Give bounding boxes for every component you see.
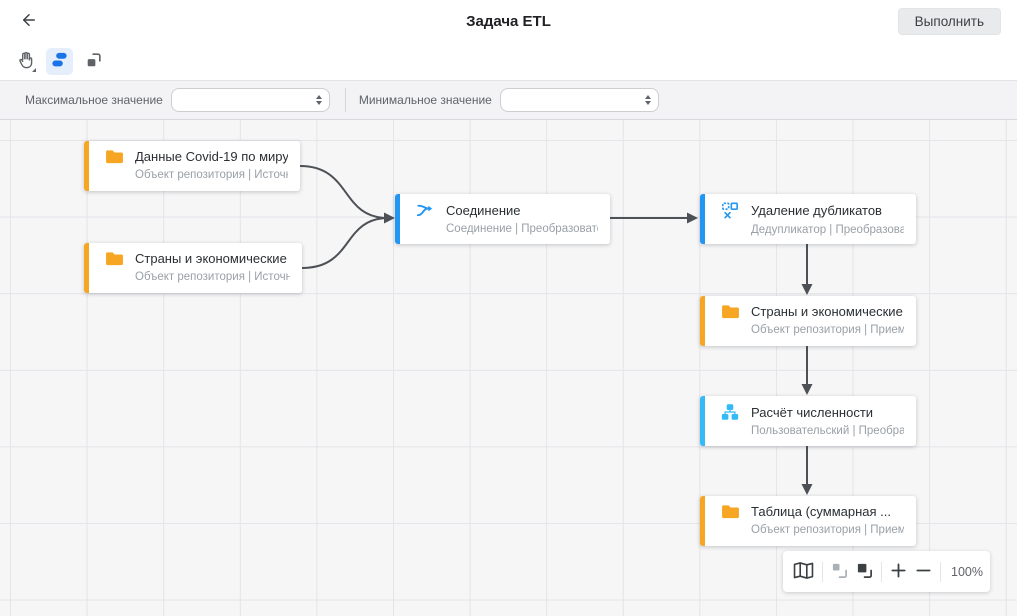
zoom-in-button[interactable] [890, 560, 907, 584]
node-accent-strip [700, 194, 705, 244]
node-subtitle: Объект репозитория | Источник [135, 271, 290, 283]
fit-content-button[interactable] [856, 560, 873, 584]
zoom-out-button[interactable] [915, 560, 932, 584]
max-value-input[interactable] [170, 88, 330, 112]
zoom-in-icon [890, 562, 907, 582]
parameters-bar: Максимальное значение Минимальное значен… [0, 80, 1017, 120]
node-subtitle: Объект репозитория | Приемник [751, 524, 904, 536]
stepper-icon[interactable] [644, 95, 651, 105]
node-title: Данные Covid-19 по миру (Yan... [135, 149, 288, 164]
node-sink-summary-table[interactable]: Таблица (суммарная ... Объект репозитори… [700, 496, 916, 546]
node-sink-countries[interactable]: Страны и экономические пок... Объект реп… [700, 296, 916, 346]
node-subtitle: Соединение | Преобразователь [446, 223, 598, 235]
node-title: Расчёт численности [751, 404, 874, 420]
actual-size-icon [831, 562, 848, 582]
folder-icon [105, 149, 124, 164]
max-value-field-wrap [170, 88, 330, 112]
node-join[interactable]: Соединение Соединение | Преобразователь [395, 194, 610, 244]
controls-divider [822, 561, 823, 582]
node-subtitle: Дедупликатор | Преобразователь [751, 224, 904, 236]
join-merge-icon [416, 202, 435, 218]
page-title: Задача ETL [466, 12, 551, 30]
min-value-field-wrap [499, 88, 659, 112]
minimap-button[interactable] [793, 560, 814, 584]
max-value-label: Максимальное значение [25, 93, 163, 107]
stepper-icon[interactable] [315, 95, 322, 105]
fit-view-tool-button[interactable] [80, 48, 107, 75]
sitemap-icon [721, 404, 740, 420]
node-subtitle: Объект репозитория | Приемник [751, 324, 904, 336]
node-remove-duplicates[interactable]: Удаление дубликатов Дедупликатор | Преоб… [700, 194, 916, 244]
flow-nodes-icon [50, 50, 69, 72]
run-button[interactable]: Выполнить [897, 7, 1001, 35]
folder-icon [721, 304, 740, 319]
node-source-covid-data[interactable]: Данные Covid-19 по миру (Yan... Объект р… [84, 141, 300, 191]
filter-divider [344, 88, 346, 112]
hand-pan-icon [16, 50, 35, 72]
min-value-input[interactable] [499, 88, 659, 112]
node-accent-strip [395, 194, 400, 244]
zoom-level-indicator[interactable]: 100% [951, 564, 983, 579]
node-title: Соединение [446, 202, 521, 218]
fit-view-icon [85, 51, 103, 72]
node-title: Страны и экономические пок... [751, 304, 904, 319]
canvas-zoom-controls: 100% [783, 551, 990, 592]
flow-canvas[interactable]: Данные Covid-19 по миру (Yan... Объект р… [0, 120, 1017, 616]
node-title: Страны и экономические пок... [135, 251, 290, 266]
folder-icon [721, 504, 740, 519]
header: Задача ETL Выполнить [0, 0, 1017, 42]
zoom-out-icon [915, 562, 932, 582]
minimap-icon [793, 561, 814, 582]
folder-icon [105, 251, 124, 266]
flow-view-tool-button[interactable] [46, 47, 73, 75]
arrow-left-icon [20, 11, 38, 32]
back-button[interactable] [16, 8, 42, 34]
node-subtitle: Пользовательский | Преобразова... [751, 425, 904, 437]
node-accent-strip [700, 296, 705, 346]
deduplicate-icon [721, 202, 740, 219]
pan-tool-button[interactable] [12, 48, 39, 75]
node-accent-strip [700, 396, 705, 446]
node-accent-strip [84, 243, 89, 293]
tool-dropdown-caret [32, 67, 36, 72]
controls-divider [940, 561, 941, 582]
node-title: Таблица (суммарная ... [751, 504, 891, 519]
fit-content-icon [856, 562, 873, 582]
node-accent-strip [700, 496, 705, 546]
node-population-calc[interactable]: Расчёт численности Пользовательский | Пр… [700, 396, 916, 446]
min-value-label: Минимальное значение [358, 93, 492, 107]
actual-size-button[interactable] [831, 560, 848, 584]
node-accent-strip [84, 141, 89, 191]
controls-divider [881, 561, 882, 582]
node-subtitle: Объект репозитория | Источник [135, 169, 288, 181]
canvas-toolbar [0, 42, 1017, 80]
node-source-countries[interactable]: Страны и экономические пок... Объект реп… [84, 243, 302, 293]
node-title: Удаление дубликатов [751, 203, 882, 218]
